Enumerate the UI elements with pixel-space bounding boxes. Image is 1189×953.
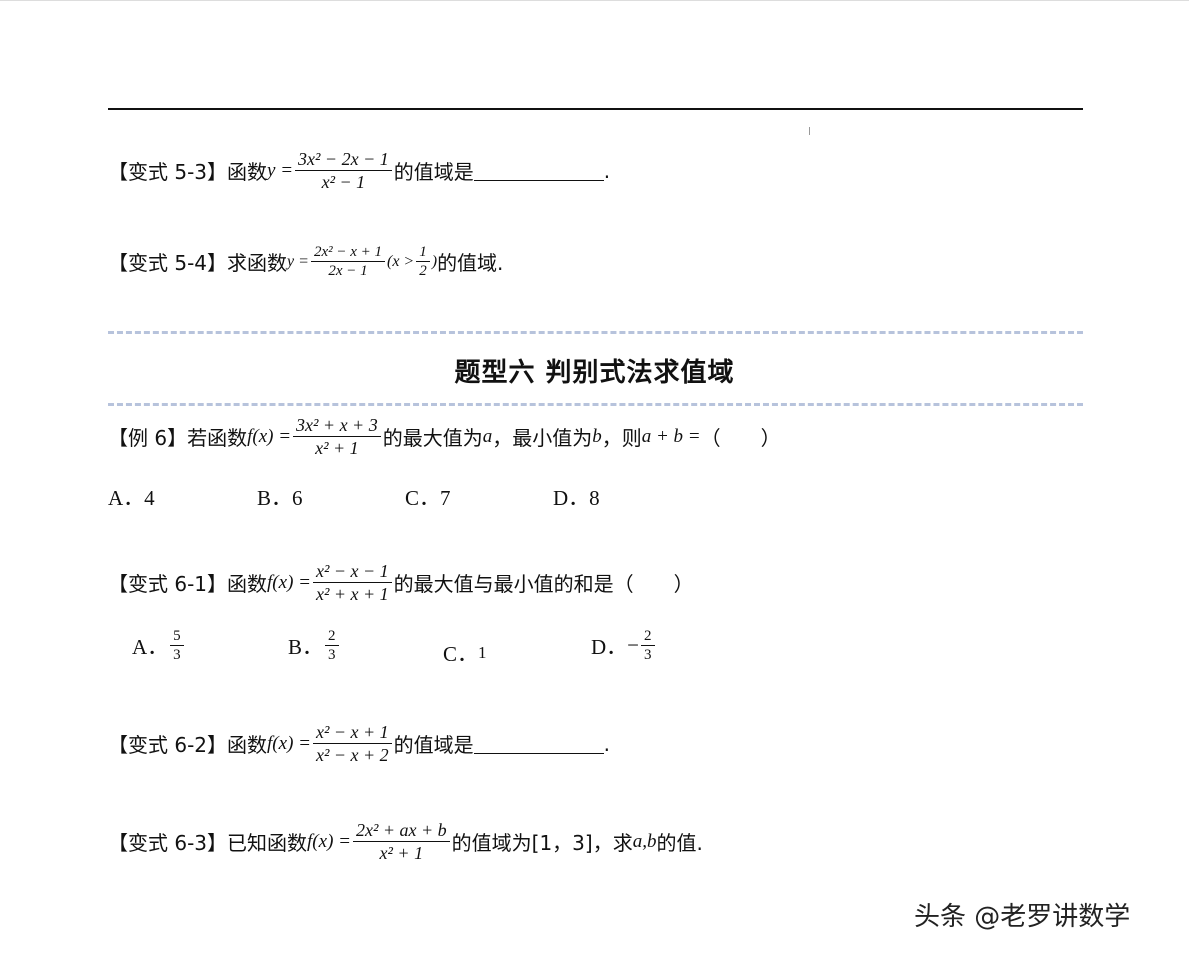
option-a[interactable]: A．4 [108, 486, 155, 510]
text: 函数 [227, 160, 268, 184]
text: 求函数 [227, 251, 288, 275]
text: 的值域是 [393, 160, 474, 184]
text: 的最大值为 [382, 426, 483, 450]
denominator: x² − 1 [321, 172, 366, 192]
text: 的值域是 [393, 733, 474, 757]
text: ，则 [601, 426, 642, 450]
minus-sign: − [627, 633, 640, 657]
problem-label: 【变式 5-3】 [108, 160, 228, 184]
option-b[interactable]: B．6 [257, 486, 303, 510]
numerator: 5 [173, 628, 181, 644]
condition: ) [431, 252, 438, 270]
numerator: 1 [416, 243, 430, 262]
condition: (x > [387, 252, 415, 270]
option-letter: D． [591, 634, 628, 659]
text: 函数 [227, 572, 268, 596]
numerator: 2x² + ax + b [352, 819, 450, 842]
text: 的值域为[1，3]，求 [451, 831, 633, 855]
denominator: 2x − 1 [328, 263, 368, 279]
header-rule [108, 108, 1083, 110]
option-value: 1 [478, 643, 487, 662]
formula-lhs: y = [267, 159, 294, 181]
text: . [603, 158, 611, 183]
text: 的值域. [437, 251, 504, 275]
text: 若函数 [187, 426, 248, 450]
var: b [592, 425, 602, 447]
var: a,b [632, 830, 657, 852]
numerator: 3x² + x + 3 [293, 414, 381, 437]
section-divider [108, 403, 1083, 406]
formula-lhs: y = [287, 252, 309, 270]
answer-blank[interactable] [473, 733, 604, 754]
answer-blank[interactable] [473, 160, 604, 181]
denominator: 2 [419, 263, 427, 279]
denominator: 3 [328, 647, 336, 663]
formula-lhs: f(x) = [307, 830, 351, 852]
option-c[interactable]: C． 1 [443, 638, 487, 668]
window-border [0, 0, 1189, 1]
option-letter: A． [132, 634, 169, 659]
text: 已知函数 [227, 831, 308, 855]
numerator: 2x² − x + 1 [310, 243, 385, 262]
denominator: x² + x + 1 [315, 584, 389, 604]
problem-label: 【变式 5-4】 [108, 251, 228, 275]
problem-label: 【变式 6-1】 [108, 572, 228, 596]
text: 的值. [656, 831, 703, 855]
option-letter: C． [443, 642, 479, 666]
numerator: x² − x − 1 [312, 560, 392, 583]
numerator: 3x² − 2x − 1 [295, 148, 392, 171]
text: 的最大值与最小值的和是（ ） [393, 572, 694, 596]
section-divider [108, 331, 1083, 334]
formula-lhs: f(x) = [267, 732, 311, 754]
denominator: 3 [644, 647, 652, 663]
denominator: x² + 1 [315, 438, 359, 458]
problem-label: 【例 6】 [108, 426, 188, 450]
denominator: x² + 1 [379, 843, 424, 863]
denominator: x² − x + 2 [315, 745, 389, 765]
numerator: x² − x + 1 [312, 721, 392, 744]
denominator: 3 [170, 645, 184, 664]
text: 函数 [227, 733, 268, 757]
numerator: 2 [325, 627, 339, 646]
answer-paren: （ ） [700, 426, 781, 450]
option-c[interactable]: C．7 [405, 486, 451, 510]
problem-label: 【变式 6-3】 [108, 831, 228, 855]
option-letter: B． [288, 634, 324, 659]
numerator: 2 [641, 627, 655, 646]
section-heading: 题型六 判别式法求值域 [454, 358, 735, 388]
formula-lhs: f(x) = [267, 571, 311, 593]
formula: a + b = [641, 425, 701, 447]
cursor-mark [809, 127, 810, 135]
text: . [603, 731, 610, 756]
option-d[interactable]: D．8 [553, 486, 600, 510]
var: a [482, 425, 493, 447]
text: ，最小值为 [492, 426, 593, 450]
watermark: 头条 @老罗讲数学 [914, 902, 1131, 932]
problem-label: 【变式 6-2】 [108, 733, 228, 757]
formula-lhs: f(x) = [247, 425, 292, 447]
